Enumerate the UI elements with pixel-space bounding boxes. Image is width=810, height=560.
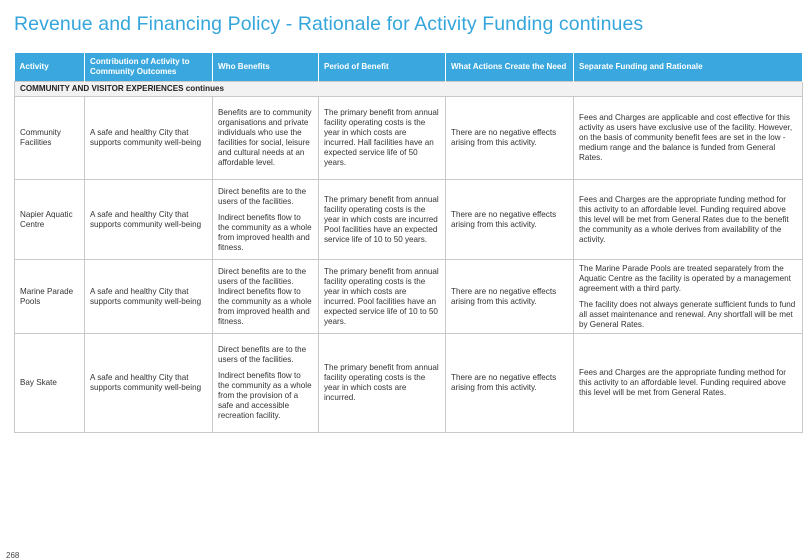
actions-cell: There are no negative effects arising fr… bbox=[445, 259, 574, 334]
page-title: Revenue and Financing Policy - Rationale… bbox=[14, 13, 644, 35]
page-number: 268 bbox=[6, 551, 20, 560]
section-label: COMMUNITY AND VISITOR EXPERIENCES contin… bbox=[14, 81, 803, 97]
funding-cell: The Marine Parade Pools are treated sepa… bbox=[573, 259, 803, 334]
header-row: Activity Contribution of Activity to Com… bbox=[14, 53, 803, 82]
who-benefits-text: Direct benefits are to the users of the … bbox=[218, 266, 312, 326]
header-actions: What Actions Create the Need bbox=[445, 53, 574, 82]
who-benefits-text: Indirect benefits flow to the community … bbox=[218, 212, 312, 252]
who-benefits-cell: Direct benefits are to the users of the … bbox=[212, 179, 319, 260]
funding-cell: Fees and Charges are the appropriate fun… bbox=[573, 333, 803, 433]
activity-cell: Bay Skate bbox=[14, 333, 85, 433]
funding-text: Fees and Charges are the appropriate fun… bbox=[579, 194, 789, 244]
activity-cell: Napier Aquatic Centre bbox=[14, 179, 85, 260]
funding-cell: Fees and Charges are the appropriate fun… bbox=[573, 179, 803, 260]
period-cell: The primary benefit from annual facility… bbox=[318, 333, 446, 433]
period-cell: The primary benefit from annual facility… bbox=[318, 259, 446, 334]
who-benefits-text: Indirect benefits flow to the community … bbox=[218, 371, 312, 420]
table-row: Community Facilities A safe and healthy … bbox=[14, 96, 803, 180]
funding-text: Fees and Charges are applicable and cost… bbox=[579, 113, 793, 162]
who-benefits-cell: Direct benefits are to the users of the … bbox=[212, 259, 319, 334]
who-benefits-cell: Direct benefits are to the users of the … bbox=[212, 333, 319, 433]
funding-text: The Marine Parade Pools are treated sepa… bbox=[579, 263, 791, 293]
header-period-of-benefit: Period of Benefit bbox=[318, 53, 446, 82]
actions-cell: There are no negative effects arising fr… bbox=[445, 333, 574, 433]
header-who-benefits: Who Benefits bbox=[212, 53, 319, 82]
activity-cell: Community Facilities bbox=[14, 96, 85, 180]
who-benefits-text: Direct benefits are to the users of the … bbox=[218, 186, 307, 206]
table-row: Marine Parade Pools A safe and healthy C… bbox=[14, 259, 803, 334]
contribution-cell: A safe and healthy City that supports co… bbox=[84, 179, 213, 260]
funding-rationale-table: Activity Contribution of Activity to Com… bbox=[14, 53, 803, 433]
header-contribution: Contribution of Activity to Community Ou… bbox=[84, 53, 213, 82]
funding-cell: Fees and Charges are applicable and cost… bbox=[573, 96, 803, 180]
actions-cell: There are no negative effects arising fr… bbox=[445, 179, 574, 260]
period-cell: The primary benefit from annual facility… bbox=[318, 179, 446, 260]
who-benefits-text: Direct benefits are to the users of the … bbox=[218, 345, 307, 364]
who-benefits-text: Benefits are to community organisations … bbox=[218, 108, 312, 167]
table-row: Bay Skate A safe and healthy City that s… bbox=[14, 333, 803, 433]
contribution-cell: A safe and healthy City that supports co… bbox=[84, 333, 213, 433]
section-row: COMMUNITY AND VISITOR EXPERIENCES contin… bbox=[14, 81, 803, 97]
period-cell: The primary benefit from annual facility… bbox=[318, 96, 446, 180]
table-row: Napier Aquatic Centre A safe and healthy… bbox=[14, 179, 803, 260]
contribution-cell: A safe and healthy City that supports co… bbox=[84, 259, 213, 334]
funding-text: The facility does not always generate su… bbox=[579, 299, 796, 329]
header-funding-rationale: Separate Funding and Rationale bbox=[573, 53, 803, 82]
header-activity: Activity bbox=[14, 53, 85, 82]
actions-cell: There are no negative effects arising fr… bbox=[445, 96, 574, 180]
who-benefits-cell: Benefits are to community organisations … bbox=[212, 96, 319, 180]
contribution-cell: A safe and healthy City that supports co… bbox=[84, 96, 213, 180]
activity-cell: Marine Parade Pools bbox=[14, 259, 85, 334]
funding-text: Fees and Charges are the appropriate fun… bbox=[579, 368, 786, 397]
